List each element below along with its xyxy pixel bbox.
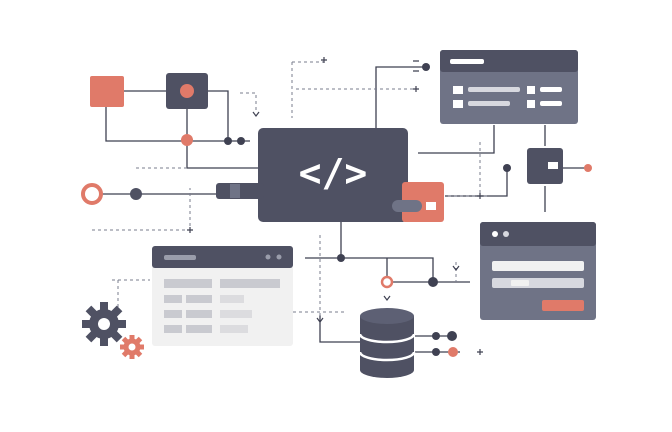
junction-dot bbox=[422, 63, 430, 71]
database-body bbox=[360, 316, 414, 378]
junction-dot bbox=[448, 347, 458, 357]
input-field-chip bbox=[511, 280, 529, 286]
dashed-connector bbox=[112, 279, 150, 312]
table-cell bbox=[220, 310, 252, 318]
table-cell bbox=[164, 295, 182, 303]
row-text-bar bbox=[468, 101, 510, 106]
login-window-titlebar bbox=[480, 222, 596, 246]
dashed-connector bbox=[240, 92, 257, 112]
arrow-marker bbox=[383, 295, 391, 301]
cross-markers bbox=[187, 57, 483, 355]
cross-marker bbox=[477, 193, 483, 199]
cross-marker bbox=[321, 57, 327, 63]
table-cell bbox=[164, 310, 182, 318]
gear-icon bbox=[120, 335, 144, 359]
gear-icon bbox=[82, 302, 126, 346]
bracket-marker bbox=[413, 60, 419, 72]
database-top bbox=[360, 308, 414, 324]
window-dot bbox=[276, 254, 282, 260]
window-dot bbox=[265, 254, 271, 260]
database-icon bbox=[358, 308, 416, 378]
table-cell bbox=[220, 295, 244, 303]
junction-dot bbox=[447, 331, 457, 341]
junction-dot bbox=[130, 188, 142, 200]
card-chip bbox=[392, 182, 444, 222]
row-text-bar bbox=[540, 87, 562, 92]
database-band bbox=[358, 333, 416, 344]
code-window-body bbox=[258, 128, 408, 222]
table-cell bbox=[220, 279, 280, 288]
row-checkbox bbox=[453, 100, 463, 108]
arrow-marker bbox=[452, 265, 460, 271]
folder-box bbox=[527, 148, 563, 184]
node-ring-icon bbox=[81, 183, 103, 205]
junction-dot bbox=[432, 332, 440, 340]
dashed-connectors bbox=[92, 61, 490, 318]
input-field-bar bbox=[492, 261, 584, 271]
junction-dots bbox=[130, 63, 592, 357]
settings-window-titlebar bbox=[440, 50, 578, 72]
junction-dot bbox=[428, 277, 438, 287]
connector bbox=[208, 90, 250, 142]
junction-dot bbox=[337, 254, 345, 262]
connector bbox=[319, 315, 360, 343]
accent-block bbox=[90, 76, 124, 107]
junction-dot bbox=[584, 164, 592, 172]
table-window-titlebar bbox=[152, 246, 293, 268]
window-dot bbox=[503, 231, 509, 237]
submit-button-shape bbox=[542, 300, 584, 311]
card-pill bbox=[392, 200, 422, 212]
code-brackets-icon: </> bbox=[299, 151, 368, 195]
connector bbox=[375, 66, 426, 128]
folder-box-body bbox=[527, 148, 563, 184]
folder-icon bbox=[548, 162, 558, 169]
table-cell bbox=[220, 325, 248, 333]
junction-dot bbox=[503, 164, 511, 172]
junction-dot bbox=[237, 137, 245, 145]
input-field-bar bbox=[492, 278, 584, 288]
plug-segment bbox=[230, 184, 240, 198]
table-cell bbox=[186, 310, 212, 318]
junction-dot bbox=[432, 348, 440, 356]
plug-connector bbox=[216, 183, 264, 199]
code-window: </> bbox=[258, 128, 408, 222]
junction-dot bbox=[181, 134, 193, 146]
arrow-marker bbox=[252, 111, 260, 117]
login-window bbox=[480, 222, 596, 320]
row-text-bar bbox=[540, 101, 562, 106]
junction-dot bbox=[224, 137, 232, 145]
settings-window bbox=[440, 50, 578, 124]
table-cell bbox=[164, 279, 212, 288]
cross-marker bbox=[187, 227, 193, 233]
connector bbox=[186, 141, 258, 169]
dashed-connector bbox=[291, 61, 324, 118]
cross-marker bbox=[413, 86, 419, 92]
table-window bbox=[152, 246, 293, 346]
connector bbox=[445, 168, 508, 197]
row-checkbox bbox=[527, 86, 535, 94]
table-cell bbox=[186, 325, 212, 333]
connector bbox=[105, 106, 228, 142]
row-text-bar bbox=[468, 87, 520, 92]
node-ring-icon bbox=[380, 275, 394, 289]
table-cell bbox=[164, 325, 182, 333]
database-band bbox=[358, 351, 416, 362]
row-checkbox bbox=[527, 100, 535, 108]
cross-marker bbox=[477, 349, 483, 355]
titlebar-text-bar bbox=[450, 59, 484, 64]
titlebar-text-bar bbox=[164, 255, 196, 260]
table-cell bbox=[186, 295, 212, 303]
card-slot bbox=[426, 202, 436, 210]
connector bbox=[418, 125, 495, 154]
arrow-marker bbox=[316, 317, 324, 323]
row-checkbox bbox=[453, 86, 463, 94]
window-dot bbox=[492, 231, 498, 237]
node-dot bbox=[180, 84, 194, 98]
